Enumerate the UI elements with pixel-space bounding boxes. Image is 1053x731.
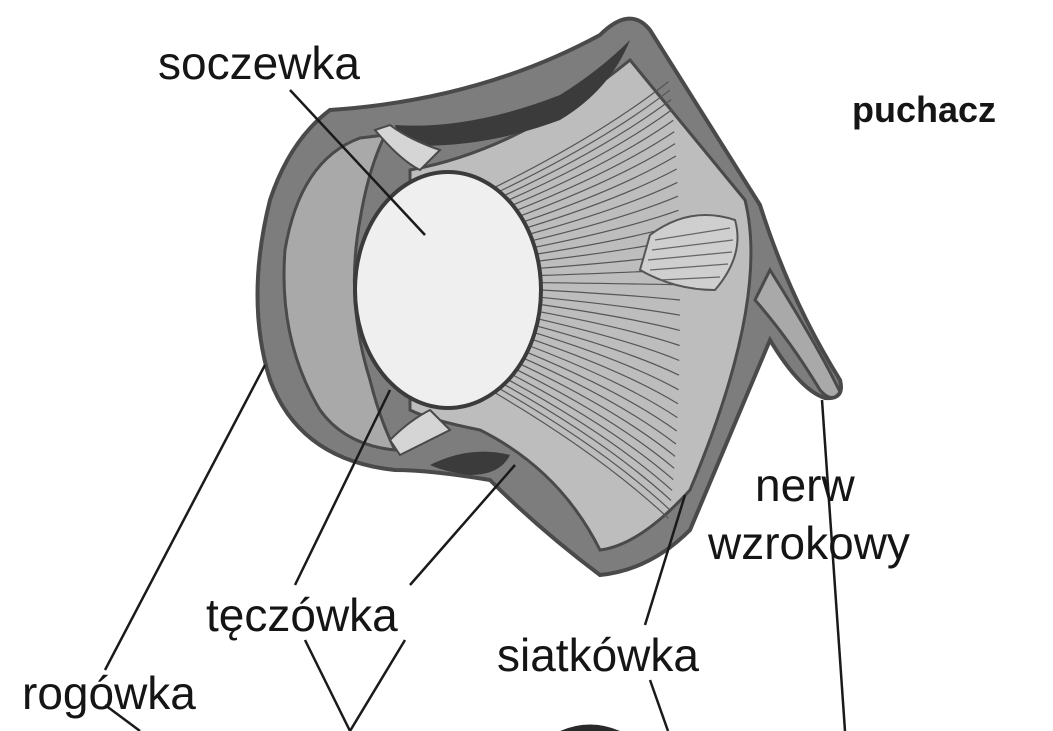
label-retina: siatkówka [497,632,699,678]
leader-iris-3 [305,640,350,731]
label-iris: tęczówka [206,592,398,638]
lens [355,172,541,408]
label-optic-nerve-line2: wzrokowy [708,520,910,566]
label-optic-nerve-line1: nerw [755,462,855,508]
partial-shape-bottom [560,725,620,731]
leader-retina-tail [650,680,668,731]
label-lens: soczewka [158,40,360,86]
leader-iris-2 [410,465,515,585]
species-title: puchacz [852,92,996,128]
label-cornea: rogówka [22,670,196,716]
leader-iris-4 [350,640,405,731]
